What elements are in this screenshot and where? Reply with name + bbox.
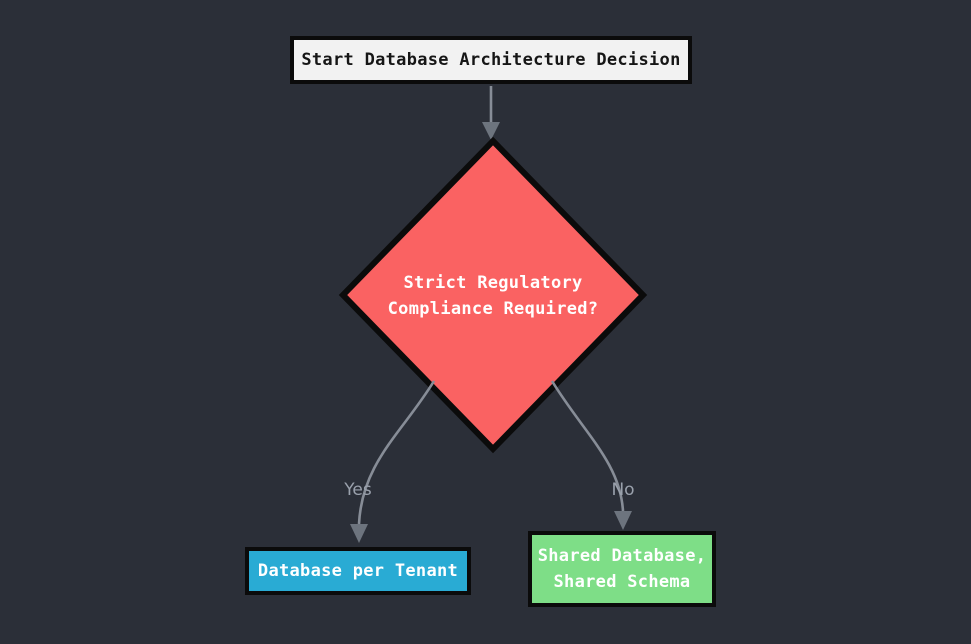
node-shared-database-shared-schema: Shared Database, Shared Schema [528, 531, 716, 607]
arrowhead-decision-to-yes-icon [350, 524, 368, 543]
node-database-per-tenant: Database per Tenant [245, 547, 471, 595]
arrowhead-decision-to-no-icon [614, 511, 632, 530]
arrowhead-start-to-decision-icon [482, 122, 500, 140]
node-decision-label: Strict Regulatory Compliance Required? [387, 273, 599, 319]
node-start: Start Database Architecture Decision [290, 36, 692, 84]
edge-label-no: No [611, 480, 635, 500]
arrow-decision-to-no [550, 380, 625, 512]
decision-diamond-shape [338, 136, 648, 454]
arrow-decision-to-yes [357, 380, 436, 525]
edge-label-yes: Yes [344, 480, 372, 500]
